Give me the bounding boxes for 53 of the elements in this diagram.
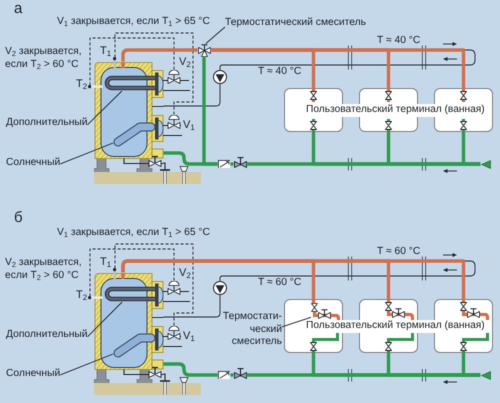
water-pipe	[121, 259, 466, 299]
water-pipe	[164, 151, 218, 166]
panel-letter: а	[14, 1, 22, 17]
panel-letter: б	[14, 210, 23, 226]
water-pipe	[164, 362, 218, 377]
mixing-valve-icon	[311, 303, 340, 322]
temperature-label: T ≈ 60 °C	[258, 277, 302, 290]
valve-label: V$_{2}$	[179, 267, 191, 280]
valve-icon	[234, 156, 246, 168]
leader-line	[205, 26, 226, 44]
callout-label: Дополнительный	[6, 329, 88, 342]
pump-icon	[213, 70, 227, 84]
check-valve-icon	[218, 370, 230, 380]
callout-label: Дополнительный	[6, 117, 88, 130]
terminal-label: Пользовательский терминал (ванная)	[305, 104, 486, 116]
sensor-label: T$_{2}$	[76, 78, 88, 90]
motor-valve-icon	[163, 326, 182, 347]
leader-line	[60, 354, 114, 376]
water-pipe	[246, 162, 480, 166]
pump-icon	[213, 281, 227, 295]
control-note: V$_{1}$ закрывается, если T$_{1}$ > 65 °C	[57, 16, 210, 28]
valve-label: V$_{1}$	[183, 330, 195, 342]
check-valve-icon	[218, 160, 230, 168]
circulation-pipe	[163, 294, 220, 318]
sensor-label: T$_{1}$	[100, 45, 112, 58]
control-note: V$_{1}$ закрывается, если T$_{1}$ > 65 °C	[57, 227, 210, 240]
leader-line	[60, 142, 114, 164]
temperature-label: T ≈ 60 °C	[377, 246, 420, 258]
valve-label: V$_{2}$	[179, 56, 191, 68]
control-note: V$_{2}$ закрывается, если T$_{2}$ > 60 °C	[5, 46, 83, 71]
callout-label: Солнечный	[6, 157, 60, 170]
sensor-label: T$_{2}$	[76, 289, 88, 302]
valve-label: V$_{1}$	[183, 119, 195, 132]
water-pipe	[230, 162, 234, 166]
callout-label: Термостати- ческий смеситель	[222, 311, 282, 348]
temperature-label: T ≈ 40 °C	[377, 35, 420, 48]
inlet-marker	[480, 160, 490, 168]
control-note: V$_{2}$ закрывается, если T$_{2}$ > 60 °C	[5, 257, 83, 282]
water-pipe	[246, 373, 480, 377]
motor-valve-icon	[163, 70, 190, 91]
callout-label: Термостатический смеситель	[225, 17, 366, 30]
sensor-label: T$_{1}$	[100, 256, 112, 268]
inlet-marker	[480, 370, 490, 380]
water-pipe	[230, 373, 234, 377]
callout-label: Солнечный	[6, 368, 60, 380]
valve-icon	[234, 368, 246, 378]
temperature-label: T ≈ 40 °C	[258, 66, 302, 78]
circulation-pipe	[163, 84, 220, 106]
water-pipe	[121, 48, 198, 62]
motor-valve-icon	[163, 114, 182, 136]
mixing-valve-icon	[198, 44, 210, 56]
water-pipe	[210, 48, 466, 88]
motor-valve-icon	[163, 280, 190, 302]
